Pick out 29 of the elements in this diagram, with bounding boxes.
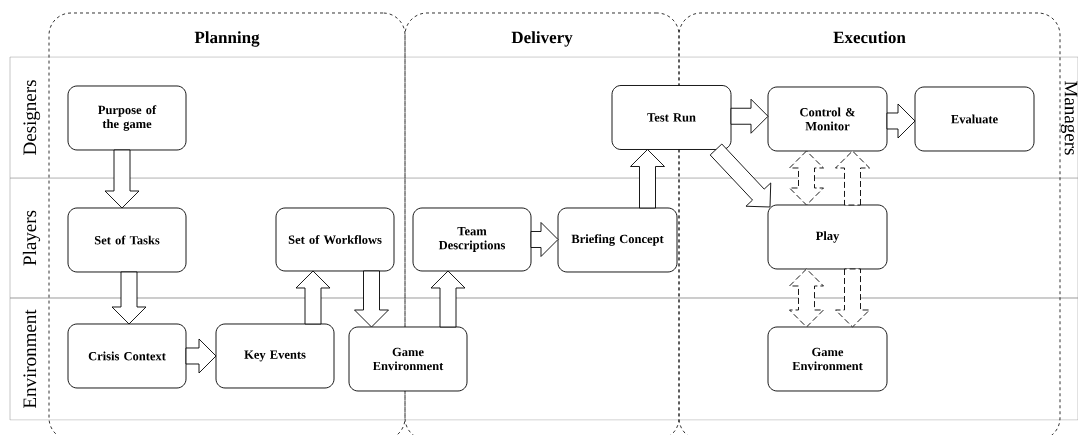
process-box: Purpose of the game xyxy=(67,85,187,151)
block-arrow xyxy=(185,338,217,374)
process-box: Game Environment xyxy=(348,326,468,392)
block-arrow xyxy=(354,270,389,328)
process-box: Team Descriptions xyxy=(412,207,532,272)
block-arrow xyxy=(730,98,769,134)
block-arrow xyxy=(789,268,824,328)
process-box: Set of Workflows xyxy=(275,207,395,272)
process-box: Test Run xyxy=(611,85,732,150)
process-box: Control & Monitor xyxy=(767,86,888,152)
lane-label: Managers xyxy=(1060,81,1078,155)
block-arrow xyxy=(104,149,140,209)
process-box: Crisis Context xyxy=(67,323,187,389)
process-box: Set of Tasks xyxy=(67,207,187,273)
process-box: Play xyxy=(767,204,888,270)
block-arrow xyxy=(789,150,824,206)
block-arrow xyxy=(630,149,665,209)
block-arrow xyxy=(111,271,147,325)
process-box: Key Events xyxy=(215,323,335,389)
block-arrow xyxy=(295,270,331,325)
process-box: Game Environment xyxy=(767,326,888,392)
block-arrow xyxy=(835,150,870,206)
block-arrow xyxy=(430,270,466,328)
block-arrow xyxy=(709,143,772,208)
block-arrow xyxy=(835,268,870,328)
process-box: Briefing Concept xyxy=(557,207,678,273)
block-arrow xyxy=(886,103,916,139)
block-arrow xyxy=(530,222,559,257)
process-box: Evaluate xyxy=(914,86,1035,152)
